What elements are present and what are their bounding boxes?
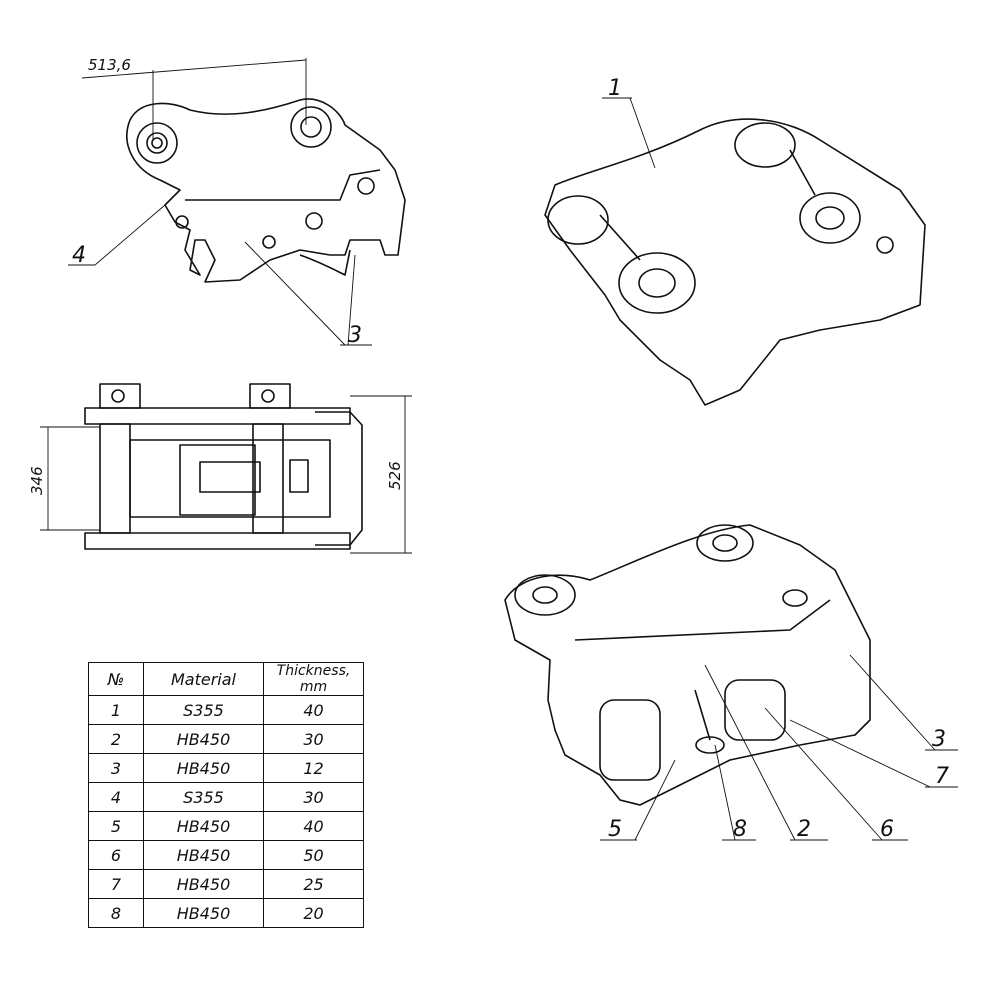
isometric-view-bottom: 3 7 6 2 8 5 (504, 524, 958, 842)
cell-number: 1 (88, 695, 144, 725)
cell-number: 8 (88, 898, 144, 928)
cell-number: 5 (88, 811, 144, 841)
cell-material: S355 (143, 695, 264, 725)
cell-thickness: 40 (263, 695, 364, 725)
callout-4: 4 (72, 243, 86, 268)
side-view: 513,6 4 3 (68, 56, 406, 348)
cell-material: HB450 (143, 753, 264, 783)
callout-8: 8 (733, 817, 747, 842)
isometric-view-top: 1 (544, 76, 926, 406)
cell-thickness: 20 (263, 898, 364, 928)
cell-material: HB450 (143, 811, 264, 841)
cell-material: S355 (143, 782, 264, 812)
cell-thickness: 30 (263, 724, 364, 754)
callout-7: 7 (935, 764, 949, 789)
callout-1: 1 (608, 76, 622, 101)
cell-number: 6 (88, 840, 144, 870)
callout-6: 6 (880, 817, 894, 842)
cell-number: 7 (88, 869, 144, 899)
table-header-row: № Material Thickness, mm (88, 662, 364, 696)
dimension-length: 513,6 (88, 56, 131, 74)
cell-material: HB450 (143, 869, 264, 899)
top-view: 346 526 (28, 383, 412, 554)
cell-number: 2 (88, 724, 144, 754)
header-material: Material (143, 662, 264, 696)
cell-thickness: 40 (263, 811, 364, 841)
cell-thickness: 12 (263, 753, 364, 783)
cell-material: HB450 (143, 840, 264, 870)
callout-3-side: 3 (348, 323, 362, 348)
callout-2: 2 (797, 817, 811, 842)
callout-3-top: 3 (932, 727, 946, 752)
cell-thickness: 50 (263, 840, 364, 870)
cell-thickness: 30 (263, 782, 364, 812)
cell-material: HB450 (143, 724, 264, 754)
cell-material: HB450 (143, 898, 264, 928)
header-thickness: Thickness, mm (263, 662, 364, 696)
header-number: № (88, 662, 144, 696)
callout-5: 5 (608, 817, 622, 842)
dimension-overall-width: 526 (386, 461, 404, 490)
cell-number: 4 (88, 782, 144, 812)
cell-thickness: 25 (263, 869, 364, 899)
cell-number: 3 (88, 753, 144, 783)
dimension-inner-width: 346 (28, 466, 46, 495)
